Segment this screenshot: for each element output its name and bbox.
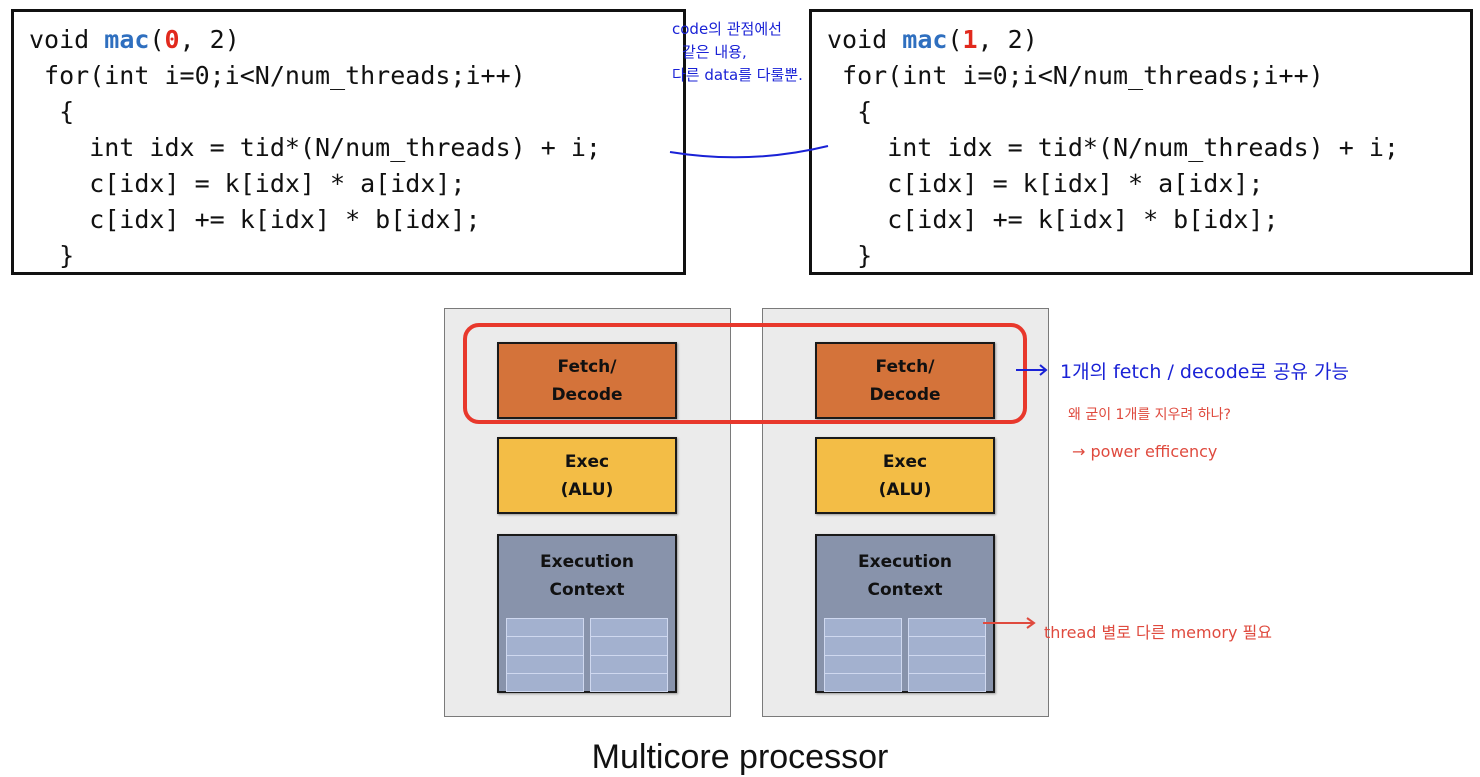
fetch-decode-unit: Fetch/ Decode (497, 342, 677, 419)
note-line: 다른 data를 다룰뿐. (672, 66, 803, 84)
function-name: mac (902, 25, 948, 54)
code-token: , 2) (179, 25, 240, 54)
thread-id-arg: 1 (962, 25, 978, 54)
code-token: ( (947, 25, 963, 54)
shared-fetch-decode-highlight (463, 323, 1027, 424)
code-line: c[idx] = k[idx] * a[idx]; (29, 169, 466, 198)
register-cell (507, 673, 583, 691)
note-line: code의 관점에선 (672, 20, 782, 38)
code-line: } (827, 241, 873, 270)
why-one-note: 왜 굳이 1개를 지우려 하나? (1068, 407, 1231, 423)
register-cell (825, 655, 901, 674)
register-cell (825, 619, 901, 638)
execution-context-unit: Execution Context (497, 534, 677, 693)
code-line: } (29, 241, 75, 270)
code-token: , 2) (977, 25, 1038, 54)
code-token: void (827, 25, 903, 54)
register-cell (507, 619, 583, 638)
unit-label: Fetch/ (875, 356, 935, 377)
unit-label: Exec (564, 451, 610, 472)
fetch-decode-unit: Fetch/ Decode (815, 342, 995, 419)
code-line: for(int i=0;i<N/num_threads;i++) (29, 61, 526, 90)
code-line: c[idx] += k[idx] * b[idx]; (827, 205, 1279, 234)
register-cell (909, 673, 985, 691)
register-cell (591, 673, 667, 691)
thread-id-arg: 0 (164, 25, 180, 54)
register-cell (909, 655, 985, 674)
arrow-right-icon (1016, 364, 1048, 376)
register-cell (909, 637, 985, 656)
unit-label: Execution (857, 552, 953, 572)
function-name: mac (104, 25, 150, 54)
code-signature: void mac(0, 2) (29, 22, 601, 58)
code-token: void (29, 25, 105, 54)
core-0: Fetch/ Decode Exec (ALU) Execution Conte… (444, 308, 731, 717)
register-file (506, 618, 668, 692)
code-line: c[idx] = k[idx] * a[idx]; (827, 169, 1264, 198)
unit-label: Fetch/ (557, 356, 617, 377)
exec-alu-unit: Exec (ALU) (497, 437, 677, 514)
code-lines: void mac(0, 2) for(int i=0;i<N/num_threa… (29, 22, 601, 274)
register-cell (591, 619, 667, 638)
register-cell (507, 637, 583, 656)
arrow-right-icon (983, 617, 1036, 629)
register-cell (591, 655, 667, 674)
code-block-thread-1: void mac(1, 2) for(int i=0;i<N/num_threa… (809, 9, 1473, 275)
code-line: int idx = tid*(N/num_threads) + i; (827, 133, 1399, 162)
register-cell (591, 637, 667, 656)
register-cell (825, 673, 901, 691)
unit-label: Decode (551, 384, 623, 405)
register-file (824, 618, 986, 692)
code-perspective-note: code의 관점에선 같은 내용, 다른 data를 다룰뿐. (672, 18, 803, 87)
underline-stroke (669, 145, 829, 159)
unit-label: Context (867, 580, 943, 600)
register-cell (909, 619, 985, 638)
code-token: ( (149, 25, 165, 54)
register-cell (507, 655, 583, 674)
register-column (824, 618, 902, 692)
unit-label: Exec (882, 451, 928, 472)
core-1: Fetch/ Decode Exec (ALU) Execution Conte… (762, 308, 1049, 717)
shared-fetch-note: 1개의 fetch / decode로 공유 가능 (1060, 361, 1349, 383)
register-column (908, 618, 986, 692)
register-column (590, 618, 668, 692)
code-line: int idx = tid*(N/num_threads) + i; (29, 133, 601, 162)
unit-label: (ALU) (878, 479, 932, 500)
code-line: { (827, 97, 873, 126)
register-cell (825, 637, 901, 656)
figure-caption: Multicore processor (591, 738, 889, 776)
register-column (506, 618, 584, 692)
power-efficiency-note: → power efficency (1072, 442, 1218, 461)
memory-per-thread-note: thread 별로 다른 memory 필요 (1044, 623, 1272, 642)
exec-alu-unit: Exec (ALU) (815, 437, 995, 514)
note-line: 같은 내용, (682, 43, 747, 61)
code-signature: void mac(1, 2) (827, 22, 1399, 58)
execution-context-unit: Execution Context (815, 534, 995, 693)
unit-label: Context (549, 580, 625, 600)
code-line: { (29, 97, 75, 126)
unit-label: (ALU) (560, 479, 614, 500)
unit-label: Execution (539, 552, 635, 572)
code-lines: void mac(1, 2) for(int i=0;i<N/num_threa… (827, 22, 1399, 274)
code-block-thread-0: void mac(0, 2) for(int i=0;i<N/num_threa… (11, 9, 686, 275)
unit-label: Decode (869, 384, 941, 405)
code-line: c[idx] += k[idx] * b[idx]; (29, 205, 481, 234)
code-line: for(int i=0;i<N/num_threads;i++) (827, 61, 1324, 90)
